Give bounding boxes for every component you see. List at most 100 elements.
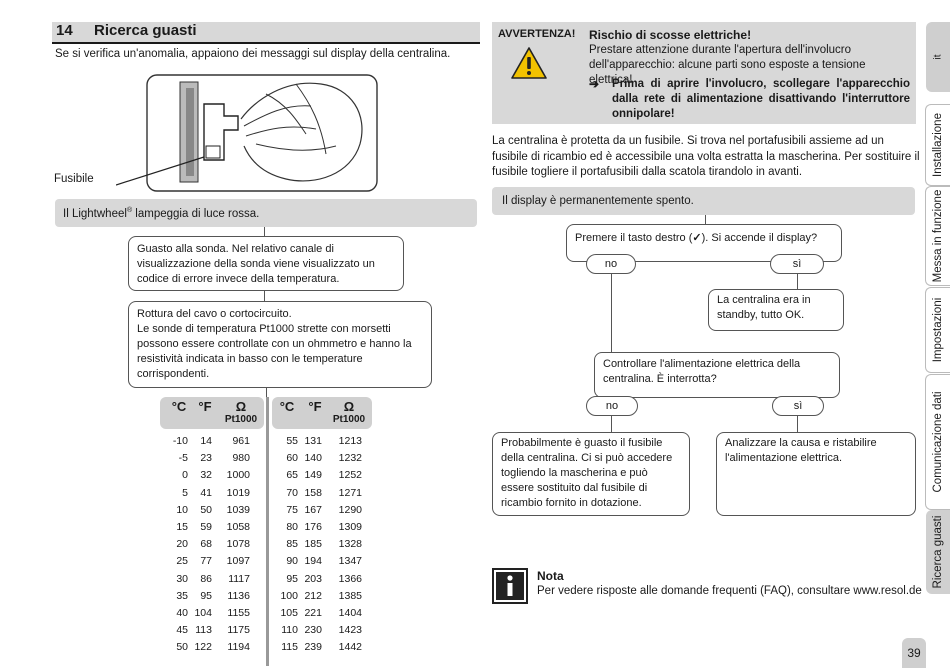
table-cell: 1290 — [338, 503, 362, 516]
table-cell: 1117 — [228, 572, 250, 585]
table-cell: 1347 — [338, 555, 362, 568]
table-cell: 32 — [200, 469, 212, 482]
answer-no-1: no — [586, 254, 636, 274]
display-off-text: Il display è permanentemente spento. — [502, 195, 694, 207]
side-tab-impostazioni[interactable]: Impostazioni — [925, 287, 950, 373]
side-tab-comunicazione-dati[interactable]: Comunicazione dati — [925, 374, 950, 510]
connector — [266, 388, 267, 397]
table-cell: 1271 — [338, 486, 362, 499]
registered-mark: ® — [126, 207, 133, 214]
table-cell: 40 — [176, 607, 188, 619]
section-title: Ricerca guasti — [94, 22, 197, 39]
table-cell: 239 — [304, 641, 322, 654]
table-cell: 70 — [286, 486, 298, 499]
table-cell: 30 — [176, 572, 188, 585]
table-cell: 35 — [176, 589, 188, 602]
q1-text-b: ). Si accende il display? — [701, 232, 818, 244]
connector — [705, 215, 706, 224]
table-cell: 149 — [304, 469, 322, 482]
table-cell: 115 — [281, 641, 298, 654]
warning-body: Prestare attenzione durante l'apertura d… — [589, 44, 866, 86]
page-number: 39 — [902, 638, 926, 668]
result-power-box: Analizzare la causa e ristabilire l'alim… — [716, 432, 916, 516]
table-cell: 23 — [200, 452, 212, 465]
warning-box: AVVERTENZA! Rischio di scosse elettriche… — [492, 22, 916, 124]
lightwheel-header-text: Il Lightwheel — [63, 207, 127, 220]
table-cell: 203 — [304, 572, 322, 585]
table-cell: 15 — [176, 521, 188, 533]
table-cell: 80 — [286, 521, 298, 533]
table-cell: 1019 — [226, 486, 250, 499]
table-cell: 1404 — [338, 607, 362, 619]
table-cell: -5 — [178, 452, 188, 465]
lightwheel-header: Il Lightwheel® lampeggia di luce rossa. — [55, 199, 477, 227]
cable-break-title: Rottura del cavo o cortocircuito. — [137, 308, 292, 320]
fuse-illustration — [146, 74, 378, 192]
header-celsius: °C — [279, 399, 295, 414]
table-cell: 221 — [304, 607, 322, 619]
table-cell: 1058 — [226, 521, 250, 533]
cable-break-box: Rottura del cavo o cortocircuito. Le son… — [128, 301, 432, 388]
table-cell: 50 — [200, 503, 212, 516]
table-cell: 65 — [286, 469, 298, 482]
table-cell: 230 — [304, 624, 322, 637]
display-off-header: Il display è permanentemente spento. — [492, 187, 915, 215]
lightwheel-header-rest: lampeggia di luce rossa. — [132, 207, 260, 220]
answer-si-1: sì — [770, 254, 824, 274]
table-cell: 90 — [286, 555, 298, 568]
table-cell: 10 — [176, 503, 188, 516]
header-ohm: Ω — [343, 399, 355, 414]
warning-icon — [510, 46, 548, 83]
table-cell: 85 — [286, 538, 298, 551]
check-icon: ✓ — [692, 232, 702, 244]
table-cell: 1442 — [338, 641, 362, 654]
table-cell: 1175 — [227, 624, 250, 637]
table-cell: 55 — [286, 435, 298, 447]
table-cell: 980 — [232, 452, 250, 465]
header-pt1000: Pt1000 — [224, 414, 258, 425]
table-cell: 60 — [286, 452, 298, 465]
table-cell: 131 — [304, 435, 322, 447]
fuse-pointer-line — [115, 155, 206, 190]
connector — [797, 274, 798, 289]
q1-text-a: Premere il tasto destro ( — [575, 232, 693, 244]
warning-title: Rischio di scosse elettriche! — [589, 28, 752, 42]
table-cell: 185 — [304, 538, 322, 551]
table-cell: 1039 — [226, 503, 250, 516]
side-tab-installazione[interactable]: Installazione — [925, 104, 950, 186]
note-title: Nota — [537, 569, 564, 583]
table-cell: 212 — [304, 589, 322, 602]
side-tab-ricerca-guasti[interactable]: Ricerca guasti — [926, 510, 950, 594]
header-fahrenheit: °F — [198, 399, 212, 414]
result-fuse-box: Probabilmente è guasto il fusibile della… — [492, 432, 690, 516]
table-cell: 14 — [200, 435, 212, 447]
table-header-right — [272, 397, 372, 429]
table-cell: 122 — [194, 641, 212, 654]
header-fahrenheit: °F — [308, 399, 322, 414]
table-cell: 95 — [286, 572, 298, 585]
table-cell: 1097 — [226, 555, 250, 568]
section-number: 14 — [56, 22, 73, 39]
table-cell: 1309 — [338, 521, 362, 533]
sensor-fault-box: Guasto alla sonda. Nel relativo canale d… — [128, 236, 404, 291]
arrow-icon: ➔ — [589, 77, 600, 91]
connector — [264, 227, 265, 236]
answer-si-2: sì — [772, 396, 824, 416]
table-cell: 86 — [200, 572, 212, 585]
table-cell: 20 — [176, 538, 188, 551]
side-tab-messa-in-funzione[interactable]: Messa in funzione — [925, 186, 950, 286]
table-cell: 68 — [200, 538, 212, 551]
section-title-bar: 14 Ricerca guasti — [52, 22, 480, 44]
header-ohm: Ω — [235, 399, 247, 414]
question-power: Controllare l'alimentazione elettrica de… — [594, 352, 840, 398]
side-tab-it[interactable]: it — [926, 22, 950, 92]
table-cell: 1213 — [338, 435, 362, 447]
standby-box: La centralina era in standby, tutto OK. — [708, 289, 844, 331]
cable-break-body: Le sonde di temperatura Pt1000 strette c… — [137, 323, 412, 380]
header-celsius: °C — [171, 399, 187, 414]
table-cell: 158 — [304, 486, 322, 499]
answer-no-2: no — [586, 396, 638, 416]
table-cell: 1328 — [338, 538, 362, 551]
connector — [611, 416, 612, 432]
